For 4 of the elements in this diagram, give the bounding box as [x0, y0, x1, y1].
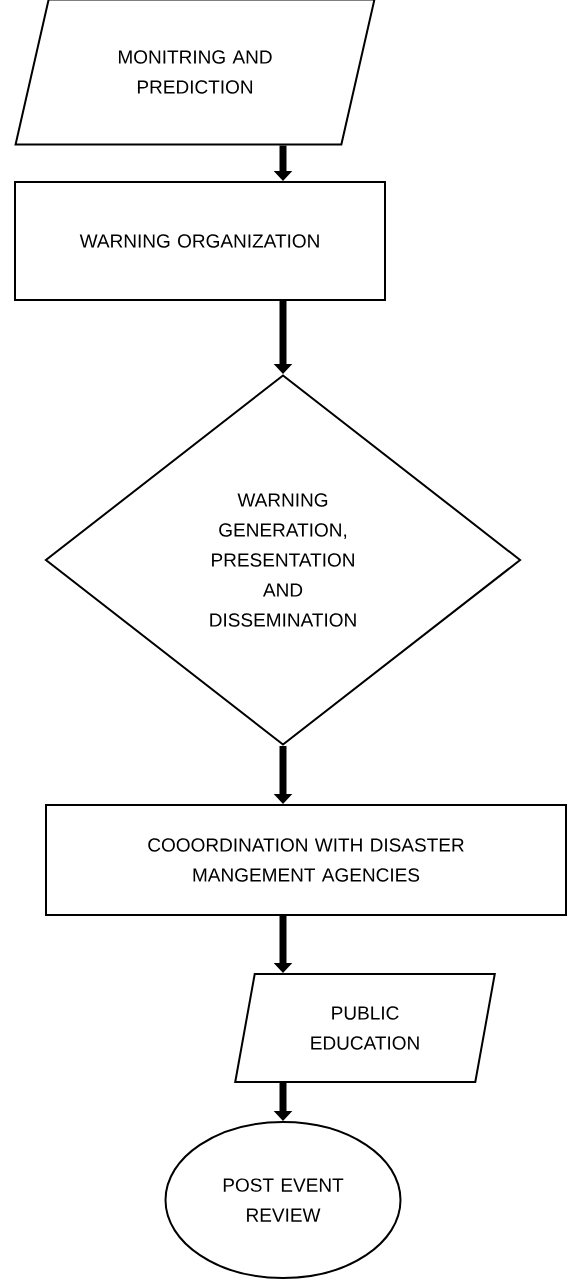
process-box: WARNING ORGANIZATION — [14, 181, 386, 301]
parallelogram-box: MONITRING AND PREDICTION — [14, 0, 376, 146]
parallelogram-box: PUBLIC EDUCATION — [234, 973, 496, 1083]
process-box: COOORDINATION WITH DISASTER MANGEMENT AGENCIES — [45, 804, 567, 916]
